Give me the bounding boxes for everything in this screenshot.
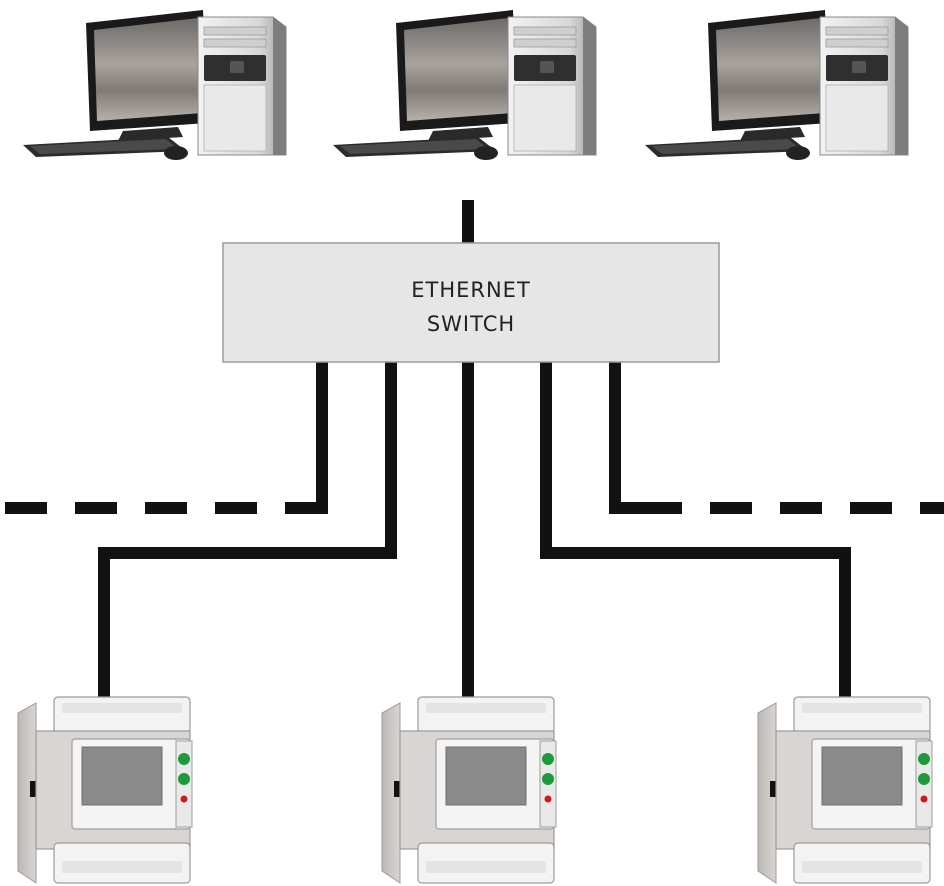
green-led-icon bbox=[918, 753, 930, 765]
switch-label-line1: ETHERNET bbox=[411, 278, 531, 302]
desktop-computer-icon bbox=[22, 9, 287, 161]
energy-meter-icon bbox=[381, 696, 557, 884]
energy-meter-left bbox=[17, 696, 193, 884]
energy-meter-icon bbox=[757, 696, 933, 884]
ethernet-switch: ETHERNET SWITCH bbox=[222, 242, 720, 363]
green-led-icon bbox=[178, 753, 190, 765]
downlink-right-bus-wire bbox=[609, 360, 640, 514]
green-led-icon bbox=[542, 753, 554, 765]
downlink-left-bus-wire bbox=[300, 360, 328, 514]
energy-meter-center bbox=[381, 696, 557, 884]
switch-label-line2: SWITCH bbox=[427, 312, 515, 336]
green-led-icon bbox=[918, 773, 930, 785]
wires bbox=[5, 200, 944, 700]
green-led-icon bbox=[178, 773, 190, 785]
desktop-computer-icon bbox=[332, 9, 597, 161]
red-led-icon bbox=[180, 795, 188, 803]
desktop-computer-icon bbox=[644, 9, 909, 161]
energy-meter-icon bbox=[17, 696, 193, 884]
green-led-icon bbox=[542, 773, 554, 785]
red-led-icon bbox=[920, 795, 928, 803]
red-led-icon bbox=[544, 795, 552, 803]
ethernet-switch-box bbox=[222, 242, 720, 363]
downlink-left-meter-wire bbox=[98, 360, 397, 700]
energy-meter-right bbox=[757, 696, 933, 884]
downlink-right-meter-wire bbox=[540, 360, 851, 700]
